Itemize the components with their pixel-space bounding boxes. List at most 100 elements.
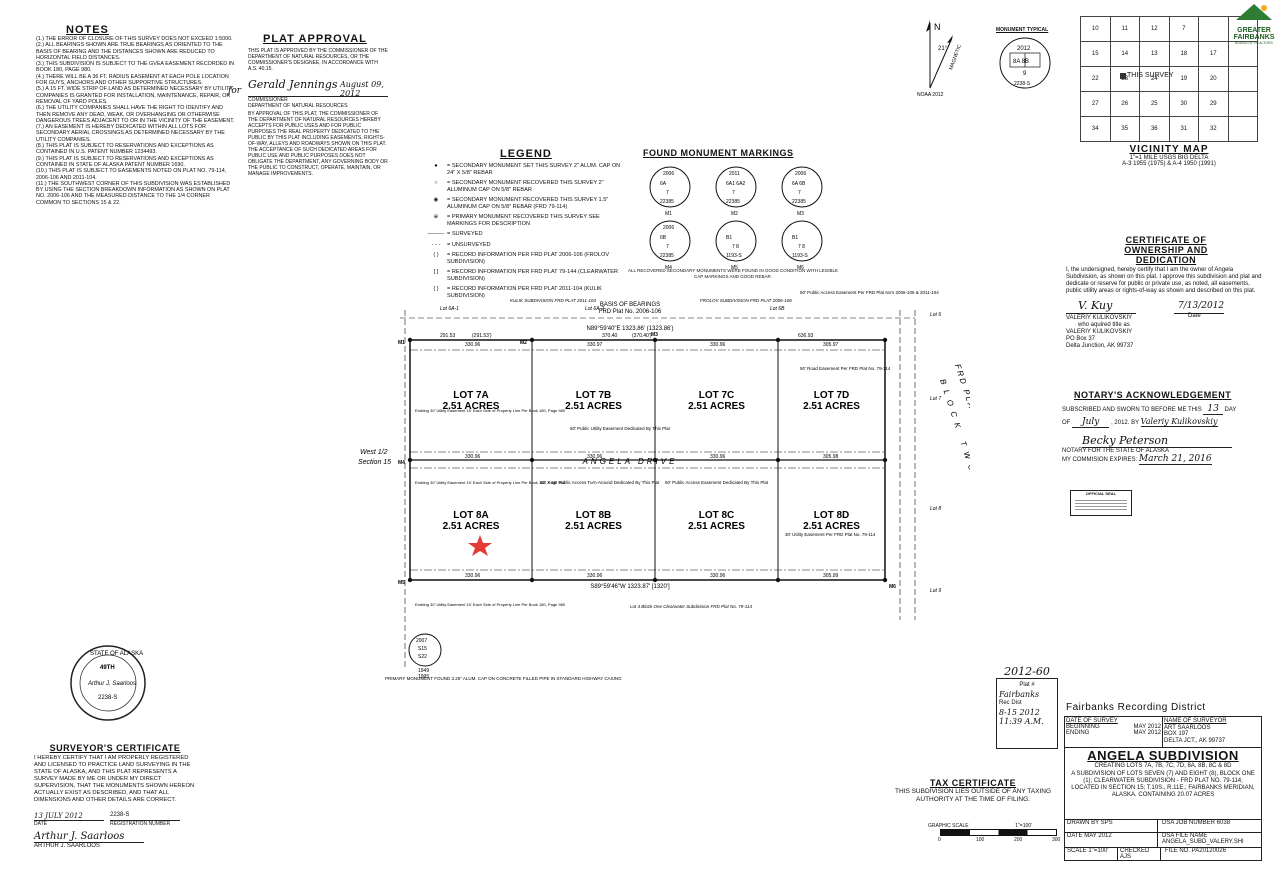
stamp-date: 8-15 2012: [999, 708, 1040, 717]
kulik-label: KULIK SUBDIVISION FRD PLAT 2011-104: [510, 298, 596, 303]
corner-c: 1949: [418, 668, 429, 674]
dimension-label: 636.93: [798, 333, 814, 339]
date-survey-label: DATE OF SURVEY: [1066, 718, 1118, 724]
noaa-label: NOAA 2012: [917, 92, 944, 98]
dimension-label: 305.97: [823, 342, 839, 348]
tax-certificate: TAX CERTIFICATE THIS SUBDIVISION LIES OU…: [888, 778, 1058, 804]
legend-item: ⊕= PRIMARY MONUMENT RECOVERED THIS SURVE…: [425, 214, 625, 227]
notary-of: OF: [1062, 420, 1071, 426]
dimension-label: 330.96: [465, 342, 481, 348]
surveyor-cert-title: SURVEYOR'S CERTIFICATE: [49, 743, 181, 753]
owner-title-as: who aquired title as: [1078, 322, 1130, 328]
lot-name: LOT 8D: [814, 510, 850, 521]
mon-label: M4: [665, 265, 672, 271]
legend-symbol: ●: [434, 163, 438, 169]
mt-year: 2012: [1017, 46, 1031, 52]
surveyor-signature: Arthur J. Saarloos: [34, 831, 144, 843]
dimension-label: 330.96: [710, 573, 726, 579]
vicinity-cell: 32: [1198, 116, 1229, 142]
monument-label: M5: [398, 580, 405, 586]
vicinity-cell: [1227, 41, 1259, 67]
monument-marker: [775, 457, 781, 463]
monument-marker: [407, 337, 413, 343]
surveyor-date: 13 JULY 2012: [34, 812, 104, 821]
mon-label: M3: [797, 211, 804, 217]
stamp-num: 2012-60: [1004, 665, 1050, 678]
seal-num: 2238-S: [98, 695, 117, 701]
legend-item: ———= SURVEYED: [425, 231, 625, 238]
mon-bot: 22385: [660, 253, 674, 259]
stamp-time: 11:39 A.M.: [999, 717, 1044, 726]
name-surveyor-label: NAME OF SURVEYOR: [1164, 718, 1227, 724]
monument-label: M3: [651, 332, 658, 338]
monument-marker: [407, 457, 413, 463]
neighbor-lot-label: Lot 6: [930, 312, 941, 318]
lot-name: LOT 7D: [814, 390, 850, 401]
monument-marker: [652, 337, 658, 343]
lot-area: 2.51 ACRES: [565, 401, 622, 412]
primary-monument-label: PRIMARY MONUMENT FOUND 3.25" ALUM. CAP O…: [385, 676, 622, 681]
mon-label: M6: [797, 265, 804, 271]
vicinity-cell: 19: [1168, 66, 1200, 92]
surveyor-cert-text: I HEREBY CERTIFY THAT I AM PROPERLY REGI…: [34, 755, 195, 803]
owner-signature: V. Kuy: [1078, 299, 1113, 312]
corner-b: S22: [418, 654, 427, 660]
scale-tick: 300: [1052, 837, 1061, 843]
file-no: FILE NO. PA20120026: [1165, 848, 1226, 854]
legend-symbol: ⊕: [433, 214, 439, 220]
corner-year: 2007: [416, 638, 427, 644]
plat-approval-title: PLAT APPROVAL: [263, 33, 367, 45]
dimension-label: 330.97: [587, 342, 603, 348]
dimension-label: (291.53'): [472, 333, 492, 339]
subdivision-name: ANGELA SUBDIVISION: [1087, 748, 1239, 763]
monument-typical-cap: 2012 8A 8B 9 2238-S: [999, 37, 1051, 89]
logo-line1: GREATER: [1237, 27, 1271, 34]
owner-name: VALERIY KULIKOVSKIY: [1066, 315, 1133, 321]
neighbor-lot-label: Lot 7: [930, 396, 941, 402]
logo-icon: [1236, 4, 1272, 20]
mon-low: 7 8: [798, 244, 805, 250]
corner-a: S15: [418, 646, 427, 652]
owner-sign-date: 7/13/2012: [1178, 301, 1225, 311]
legend-text: = SECONDARY MONUMENT SET THIS SURVEY 2" …: [447, 163, 621, 176]
recording-district: Fairbanks Recording District: [1066, 702, 1206, 713]
vicinity-cell: 7: [1168, 16, 1200, 42]
north-arrow: N 21° MAGNETIC NOAA 2012: [917, 20, 963, 98]
notary-seal: OFFICIAL SEAL: [1070, 490, 1132, 516]
monument-marker: [775, 577, 781, 583]
mon-low: 7: [666, 190, 669, 196]
legend-section: LEGEND ●= SECONDARY MONUMENT SET THIS SU…: [425, 148, 625, 303]
legend-item: ○= SECONDARY MONUMENT RECOVERED THIS SUR…: [425, 180, 625, 193]
dimension-label: 330.96: [710, 342, 726, 348]
dimension-label: 305.99: [823, 573, 839, 579]
notes-title: NOTES: [66, 24, 109, 36]
dimension-label: 370.40: [602, 333, 618, 339]
vicinity-scale: 1"=1 MILE USGS BIG DELTA: [1129, 155, 1209, 161]
vicinity-cell: 35: [1109, 116, 1141, 142]
monument-marker: [882, 457, 888, 463]
vicinity-cell: 18: [1168, 41, 1200, 67]
approval-date: August 09, 2012: [340, 80, 384, 98]
legend-item: - - -= UNSURVEYED: [425, 242, 625, 249]
note-item: (8.) THIS PLAT IS SUBJECT TO RESERVATION…: [36, 143, 214, 156]
vicinity-cell: [1227, 116, 1259, 142]
tax-title: TAX CERTIFICATE: [929, 778, 1017, 788]
mon-low: 7: [798, 190, 801, 196]
utility-easement-label: 50' Public Utility Easement Dedicated By…: [570, 426, 671, 431]
lot-area: 2.51 ACRES: [443, 401, 500, 412]
monument-label: M6: [889, 584, 896, 590]
public-access-label: 50' Public Access Easement Dedicated By …: [665, 480, 769, 485]
seal-state: STATE OF ALASKA: [90, 651, 143, 657]
legend-symbol: { }: [433, 286, 439, 292]
monument-marker: [407, 577, 413, 583]
monument-typical-title: MONUMENT TYPICAL: [996, 27, 1049, 33]
subdivision-desc: A SUBDIVISION OF LOTS SEVEN (7) AND EIGH…: [1071, 771, 1255, 798]
notary-year: , 2012. BY: [1111, 420, 1139, 426]
dimension-label: 291.53: [440, 333, 456, 339]
legend-symbol: ○: [434, 180, 438, 186]
